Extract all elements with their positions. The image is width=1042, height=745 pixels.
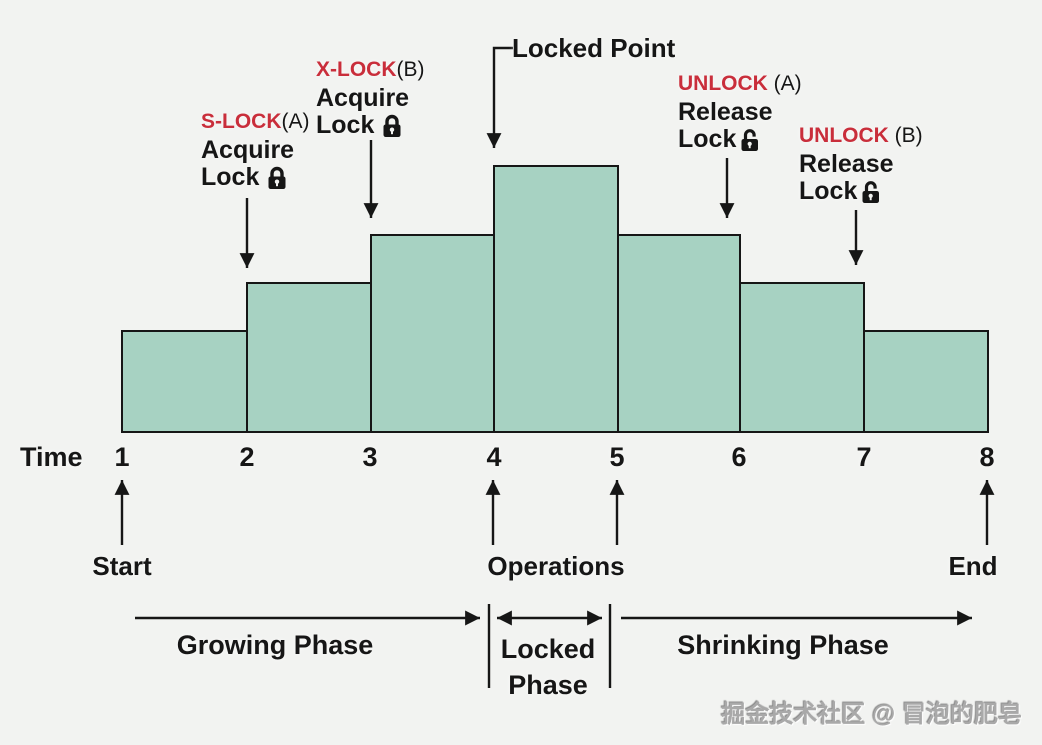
unlock-b-target: (B) (888, 124, 923, 147)
lock-level-bar-3 (370, 234, 495, 433)
time-tick-7: 7 (856, 442, 872, 472)
lock-level-bar-4 (493, 165, 619, 433)
locked-phase-label: Locked Phase (501, 631, 596, 703)
time-tick-1: 1 (114, 442, 130, 472)
open-lock-icon (741, 128, 759, 151)
locked-phase-line2: Phase (508, 670, 588, 700)
start-label: Start (92, 551, 152, 581)
locked-point-arrow (486, 46, 513, 148)
s-lock-action2: Lock (201, 163, 260, 191)
s-lock-tagline: S-LOCK(A) (201, 110, 310, 133)
annotation-unlock-a: UNLOCK (A) Release Lock (678, 72, 802, 153)
unlock-a-action2: Lock (678, 125, 737, 153)
s-lock-target: (A) (281, 110, 310, 133)
annotation-x-lock: X-LOCK(B) Acquire Lock (316, 58, 425, 139)
annotation-unlock-b: UNLOCK (B) Release Lock (799, 124, 923, 205)
x-lock-target: (B) (396, 58, 425, 81)
x-lock-tag: X-LOCK (316, 58, 397, 81)
x-lock-action2-row: Lock (316, 112, 425, 139)
lock-level-bar-6 (739, 282, 865, 433)
s-lock-tag: S-LOCK (201, 110, 282, 133)
shrinking-phase-label: Shrinking Phase (677, 630, 889, 660)
unlock-b-tag: UNLOCK (799, 124, 889, 147)
open-lock-icon (862, 180, 880, 203)
closed-lock-icon (268, 166, 286, 189)
locked-phase-line1: Locked (500, 634, 596, 664)
x-lock-action1: Acquire (316, 84, 410, 112)
lock-level-bar-1 (121, 330, 248, 433)
time-tick-2: 2 (239, 442, 255, 472)
unlock-a-target: (A) (767, 72, 802, 95)
x-lock-tagline: X-LOCK(B) (316, 58, 425, 81)
x-lock-action2: Lock (316, 111, 375, 139)
annotation-s-lock: S-LOCK(A) Acquire Lock (201, 110, 310, 191)
unlock-a-tag: UNLOCK (678, 72, 768, 95)
locked-point-label: Locked Point (512, 33, 676, 63)
time-axis-label: Time (20, 442, 83, 472)
watermark: 掘金技术社区 @ 冒泡的肥皂 (721, 701, 1022, 728)
unlock-b-tagline: UNLOCK (B) (799, 124, 923, 147)
lock-level-bar-5 (617, 234, 741, 433)
closed-lock-icon (383, 114, 401, 137)
end-label: End (948, 551, 998, 581)
lock-level-bars (121, 165, 989, 433)
unlock-a-action1: Release (678, 98, 773, 126)
lock-level-bar-7 (863, 330, 989, 433)
s-lock-action2-row: Lock (201, 164, 310, 191)
time-tick-4: 4 (486, 442, 502, 472)
time-tick-8: 8 (979, 442, 995, 472)
s-lock-action1: Acquire (201, 136, 295, 164)
unlock-a-action2-row: Lock (678, 126, 802, 153)
growing-phase-label: Growing Phase (176, 630, 374, 660)
time-tick-3: 3 (362, 442, 378, 472)
unlock-b-action2-row: Lock (799, 178, 923, 205)
unlock-b-action1: Release (799, 150, 894, 178)
operations-label: Operations (487, 551, 625, 581)
time-tick-5: 5 (609, 442, 625, 472)
time-tick-6: 6 (731, 442, 747, 472)
unlock-b-action2: Lock (799, 177, 858, 205)
lock-level-bar-2 (246, 282, 372, 433)
unlock-a-tagline: UNLOCK (A) (678, 72, 802, 95)
